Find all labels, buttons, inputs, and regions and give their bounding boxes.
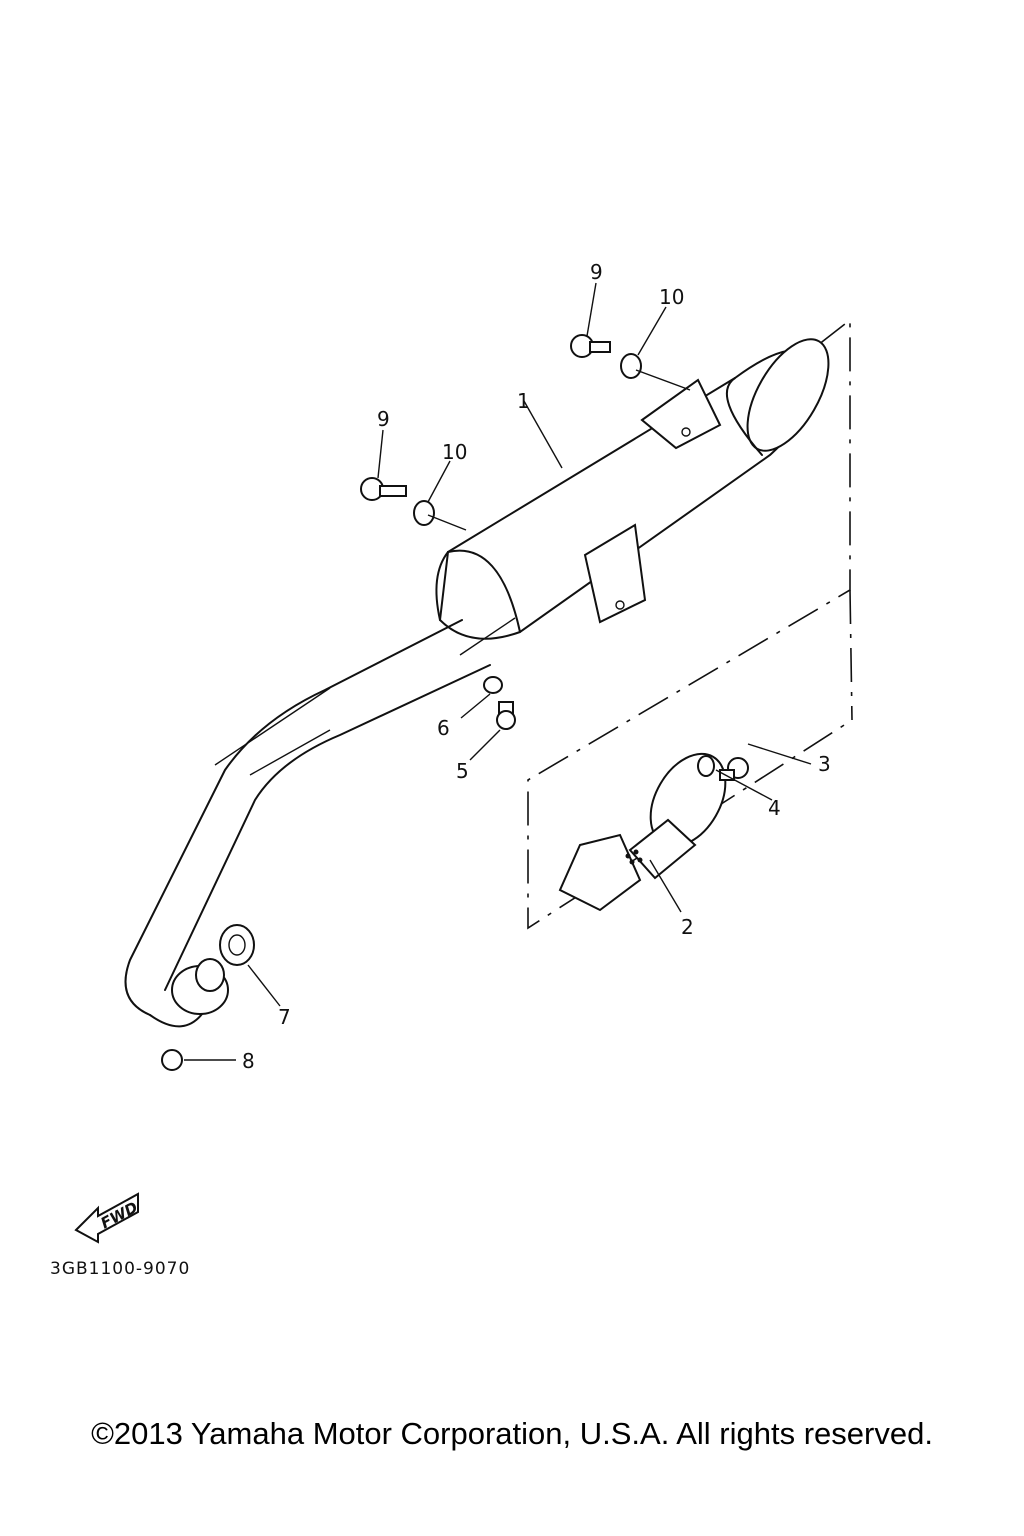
callout-8: 8	[242, 1049, 255, 1073]
callout-6: 6	[437, 716, 450, 740]
callout-4: 4	[768, 796, 781, 820]
callout-5: 5	[456, 759, 469, 783]
callout-1: 1	[517, 389, 530, 413]
callout-3: 3	[818, 752, 831, 776]
pipe-flange	[171, 958, 229, 1015]
washer-part-4	[697, 755, 715, 777]
callout-2: 2	[681, 915, 694, 939]
washer-part-10-upper	[620, 353, 642, 379]
muffler-body	[435, 338, 830, 640]
washer-part-10-lower	[413, 500, 435, 526]
nut-part	[161, 1049, 183, 1071]
callout-10-upper: 10	[659, 285, 684, 309]
callout-9-lower: 9	[377, 407, 390, 431]
leader-lines	[184, 282, 812, 1061]
bolt-part-3	[719, 757, 749, 781]
bolt-part-5	[496, 701, 516, 730]
part-code: 3GB1100-9070	[50, 1259, 190, 1279]
bolt-part-9-lower	[360, 477, 407, 501]
exhaust-pipe	[124, 617, 516, 1028]
gasket-part	[219, 924, 255, 966]
callout-7: 7	[278, 1005, 291, 1029]
bolt-part-9-upper	[570, 334, 611, 358]
copyright-notice: ©2013 Yamaha Motor Corporation, U.S.A. A…	[91, 1416, 933, 1451]
fwd-arrow-icon: FWD	[74, 1192, 141, 1244]
callouts: 1 2 3 4 5 6 7 8 9 9 10 10	[242, 260, 831, 1073]
callout-9-upper: 9	[590, 260, 603, 284]
washer-part-6	[483, 676, 503, 694]
callout-10-lower: 10	[442, 440, 467, 464]
